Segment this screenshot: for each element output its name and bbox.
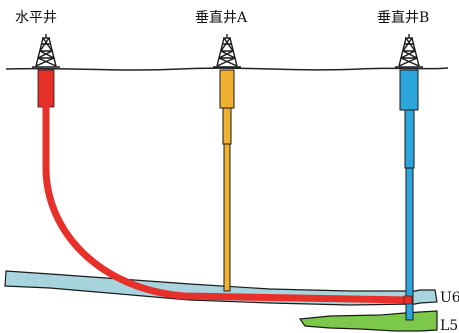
ground-surface-line: [5, 67, 449, 71]
vertical-well-a-casing: [219, 69, 235, 109]
l5-layer: [298, 310, 438, 332]
horizontal-well: [37, 69, 411, 304]
vertical-well-b-casing: [399, 69, 419, 111]
vertical-well-b-lower-string: [405, 167, 414, 321]
derrick-icon: [32, 34, 60, 68]
derrick-icon: [395, 34, 423, 68]
vertical-well-b: [399, 69, 419, 321]
vertical-well-a-lower-string: [223, 143, 231, 292]
vertical-well-a-label: 垂直井A: [195, 9, 248, 26]
vertical-well-a-upper-string: [222, 107, 232, 145]
horizontal-well-casing: [37, 69, 55, 108]
vertical-well-b-label: 垂直井B: [377, 9, 429, 26]
vertical-well-a: [219, 69, 235, 292]
horizontal-well-end-marker: [403, 295, 413, 305]
horizontal-well-path: [42, 106, 411, 304]
u6-layer-label: U6: [440, 290, 459, 306]
vertical-well-b-upper-string: [404, 109, 415, 169]
derrick-icon: [213, 34, 241, 68]
l5-layer-label: L5: [440, 318, 458, 333]
horizontal-well-label: 水平井: [15, 10, 57, 26]
